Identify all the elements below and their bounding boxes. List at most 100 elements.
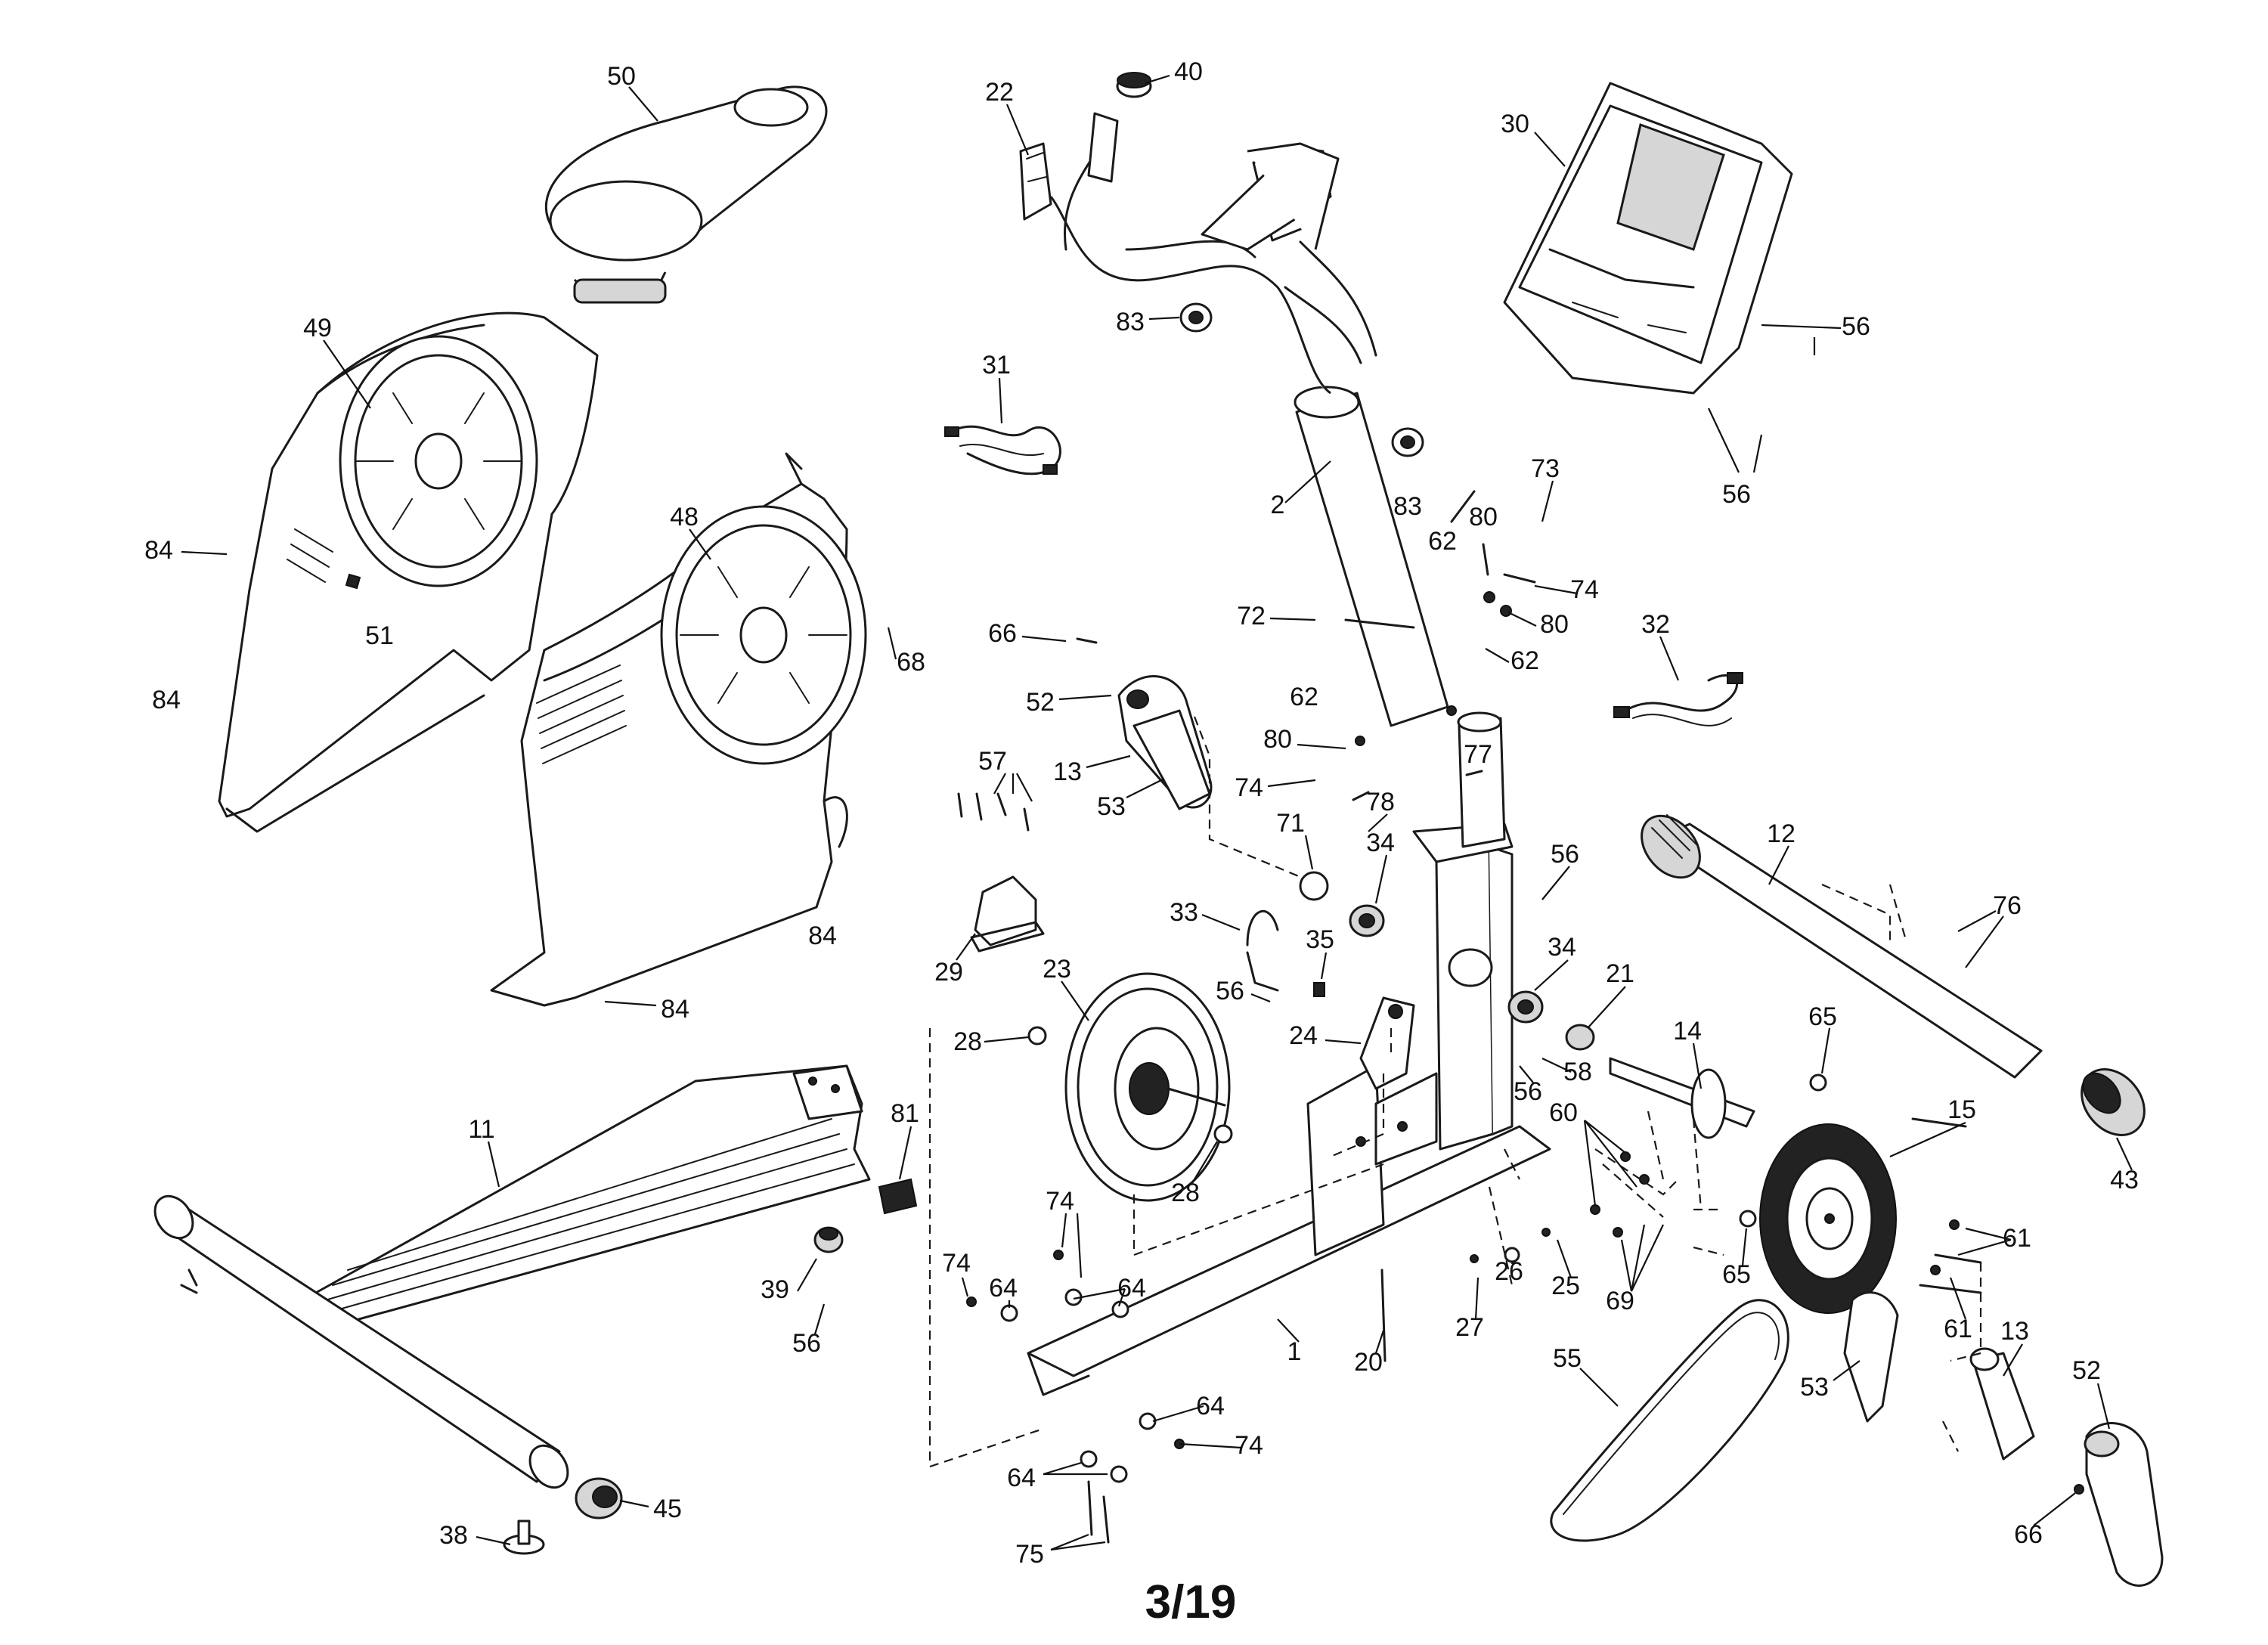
callout-c52a: 52	[1026, 688, 1055, 717]
callout-c28b: 28	[1171, 1179, 1200, 1207]
callout-c30: 30	[1501, 110, 1529, 138]
callout-c78: 78	[1366, 788, 1395, 816]
callout-c64c: 64	[1196, 1392, 1225, 1420]
callout-c74b: 74	[1235, 773, 1263, 802]
callout-c58: 58	[1563, 1058, 1592, 1086]
callout-c13a: 13	[1053, 757, 1082, 786]
callout-c56b: 56	[1722, 480, 1751, 509]
callout-c83b: 83	[1393, 492, 1422, 521]
callout-c45: 45	[653, 1495, 682, 1523]
callout-c61b: 61	[1944, 1315, 1972, 1343]
callout-c74a: 74	[1570, 575, 1599, 604]
callout-c23: 23	[1043, 955, 1071, 984]
callout-c27: 27	[1455, 1313, 1484, 1342]
part-29-sensor	[970, 875, 1045, 953]
callout-c71: 71	[1276, 809, 1305, 838]
part-38-foot	[503, 1520, 545, 1555]
callout-c31: 31	[982, 351, 1011, 379]
callout-c56a: 56	[1842, 312, 1870, 341]
callout-c39: 39	[761, 1275, 789, 1304]
callout-c84d: 84	[661, 995, 689, 1024]
callout-c72: 72	[1237, 602, 1266, 630]
part-39-cap	[813, 1226, 844, 1253]
leader-lines	[181, 74, 2133, 1551]
callout-c61a: 61	[2003, 1224, 2031, 1253]
callout-c57: 57	[978, 747, 1007, 776]
callout-c35: 35	[1306, 925, 1334, 954]
callout-c64b: 64	[1117, 1274, 1146, 1303]
callout-c43: 43	[2110, 1166, 2139, 1194]
callout-c15: 15	[1947, 1095, 1976, 1124]
part-52-pedal-right	[2084, 1422, 2164, 1587]
part-1-frame	[1027, 711, 1551, 1396]
callout-c83a: 83	[1116, 308, 1145, 336]
part-23-flywheel	[1064, 972, 1231, 1202]
callout-c74e: 74	[1235, 1431, 1263, 1460]
part-32-wire	[1613, 672, 1743, 726]
callout-c84a: 84	[144, 536, 173, 565]
part-65-spacers	[1739, 1073, 1827, 1228]
small-hardware	[957, 490, 2084, 1544]
part-49-left-shroud	[218, 311, 599, 833]
callout-c13b: 13	[2000, 1317, 2029, 1346]
part-31-wire	[944, 425, 1061, 476]
callout-c51: 51	[365, 621, 394, 650]
callout-c25: 25	[1551, 1272, 1580, 1300]
callout-c20: 20	[1354, 1348, 1383, 1377]
part-34-bearing	[1349, 904, 1544, 1024]
callout-c84c: 84	[808, 922, 837, 950]
part-40-cap	[1116, 72, 1152, 98]
callout-c68: 68	[897, 648, 925, 677]
part-28-nuts	[1027, 1026, 1233, 1144]
callout-c74d: 74	[942, 1249, 971, 1278]
part-35-clip	[1313, 982, 1325, 997]
page-number: 3/19	[1145, 1576, 1237, 1628]
callout-c65a: 65	[1808, 1002, 1837, 1031]
callout-c60: 60	[1549, 1098, 1578, 1127]
callout-c56e: 56	[1514, 1077, 1542, 1106]
callout-c24: 24	[1289, 1021, 1318, 1050]
callout-c14: 14	[1673, 1017, 1702, 1046]
callout-c81: 81	[891, 1099, 919, 1128]
callout-c56c: 56	[1551, 840, 1579, 869]
callout-c66b: 66	[2014, 1520, 2043, 1549]
callout-c62b: 62	[1510, 646, 1539, 675]
callout-c64d: 64	[1007, 1464, 1036, 1492]
part-81-block	[878, 1178, 918, 1215]
callout-c56f: 56	[792, 1329, 821, 1358]
callout-c52b: 52	[2072, 1356, 2101, 1385]
callout-c76: 76	[1993, 891, 2022, 920]
part-2-handlebar	[1049, 112, 1449, 727]
callout-c64a: 64	[989, 1274, 1018, 1303]
callout-c38: 38	[439, 1521, 468, 1550]
callout-c73: 73	[1531, 454, 1560, 483]
part-15-pulley	[1759, 1123, 1897, 1314]
part-24-bracket	[1359, 996, 1415, 1090]
part-50-tray	[544, 85, 828, 304]
callout-c65b: 65	[1722, 1260, 1751, 1289]
callout-c34a: 34	[1366, 829, 1395, 857]
part-55-belt	[1550, 1299, 1789, 1542]
part-21-ring	[1565, 1024, 1595, 1051]
callout-c28a: 28	[953, 1027, 982, 1056]
part-33-spring	[1246, 909, 1279, 992]
callout-c21: 21	[1606, 959, 1634, 988]
callout-c2: 2	[1271, 491, 1285, 519]
part-53-crank-right	[1843, 1291, 1899, 1423]
part-30-console	[1503, 82, 1793, 395]
callout-c49: 49	[303, 314, 332, 342]
part-13-crank-right	[1969, 1347, 2035, 1461]
callout-c32: 32	[1641, 610, 1670, 639]
callout-c12: 12	[1767, 819, 1796, 848]
callout-c77: 77	[1464, 740, 1492, 769]
callout-c75: 75	[1015, 1540, 1044, 1569]
part-45-cap	[575, 1477, 623, 1520]
callout-c62a: 62	[1428, 527, 1457, 556]
callout-c40: 40	[1174, 57, 1203, 86]
part-14-axle	[1609, 1057, 1755, 1139]
callout-c11: 11	[468, 1115, 494, 1144]
callout-c53a: 53	[1097, 792, 1126, 821]
part-71-bushing	[1299, 871, 1329, 901]
assembly-lines	[928, 716, 1982, 1468]
